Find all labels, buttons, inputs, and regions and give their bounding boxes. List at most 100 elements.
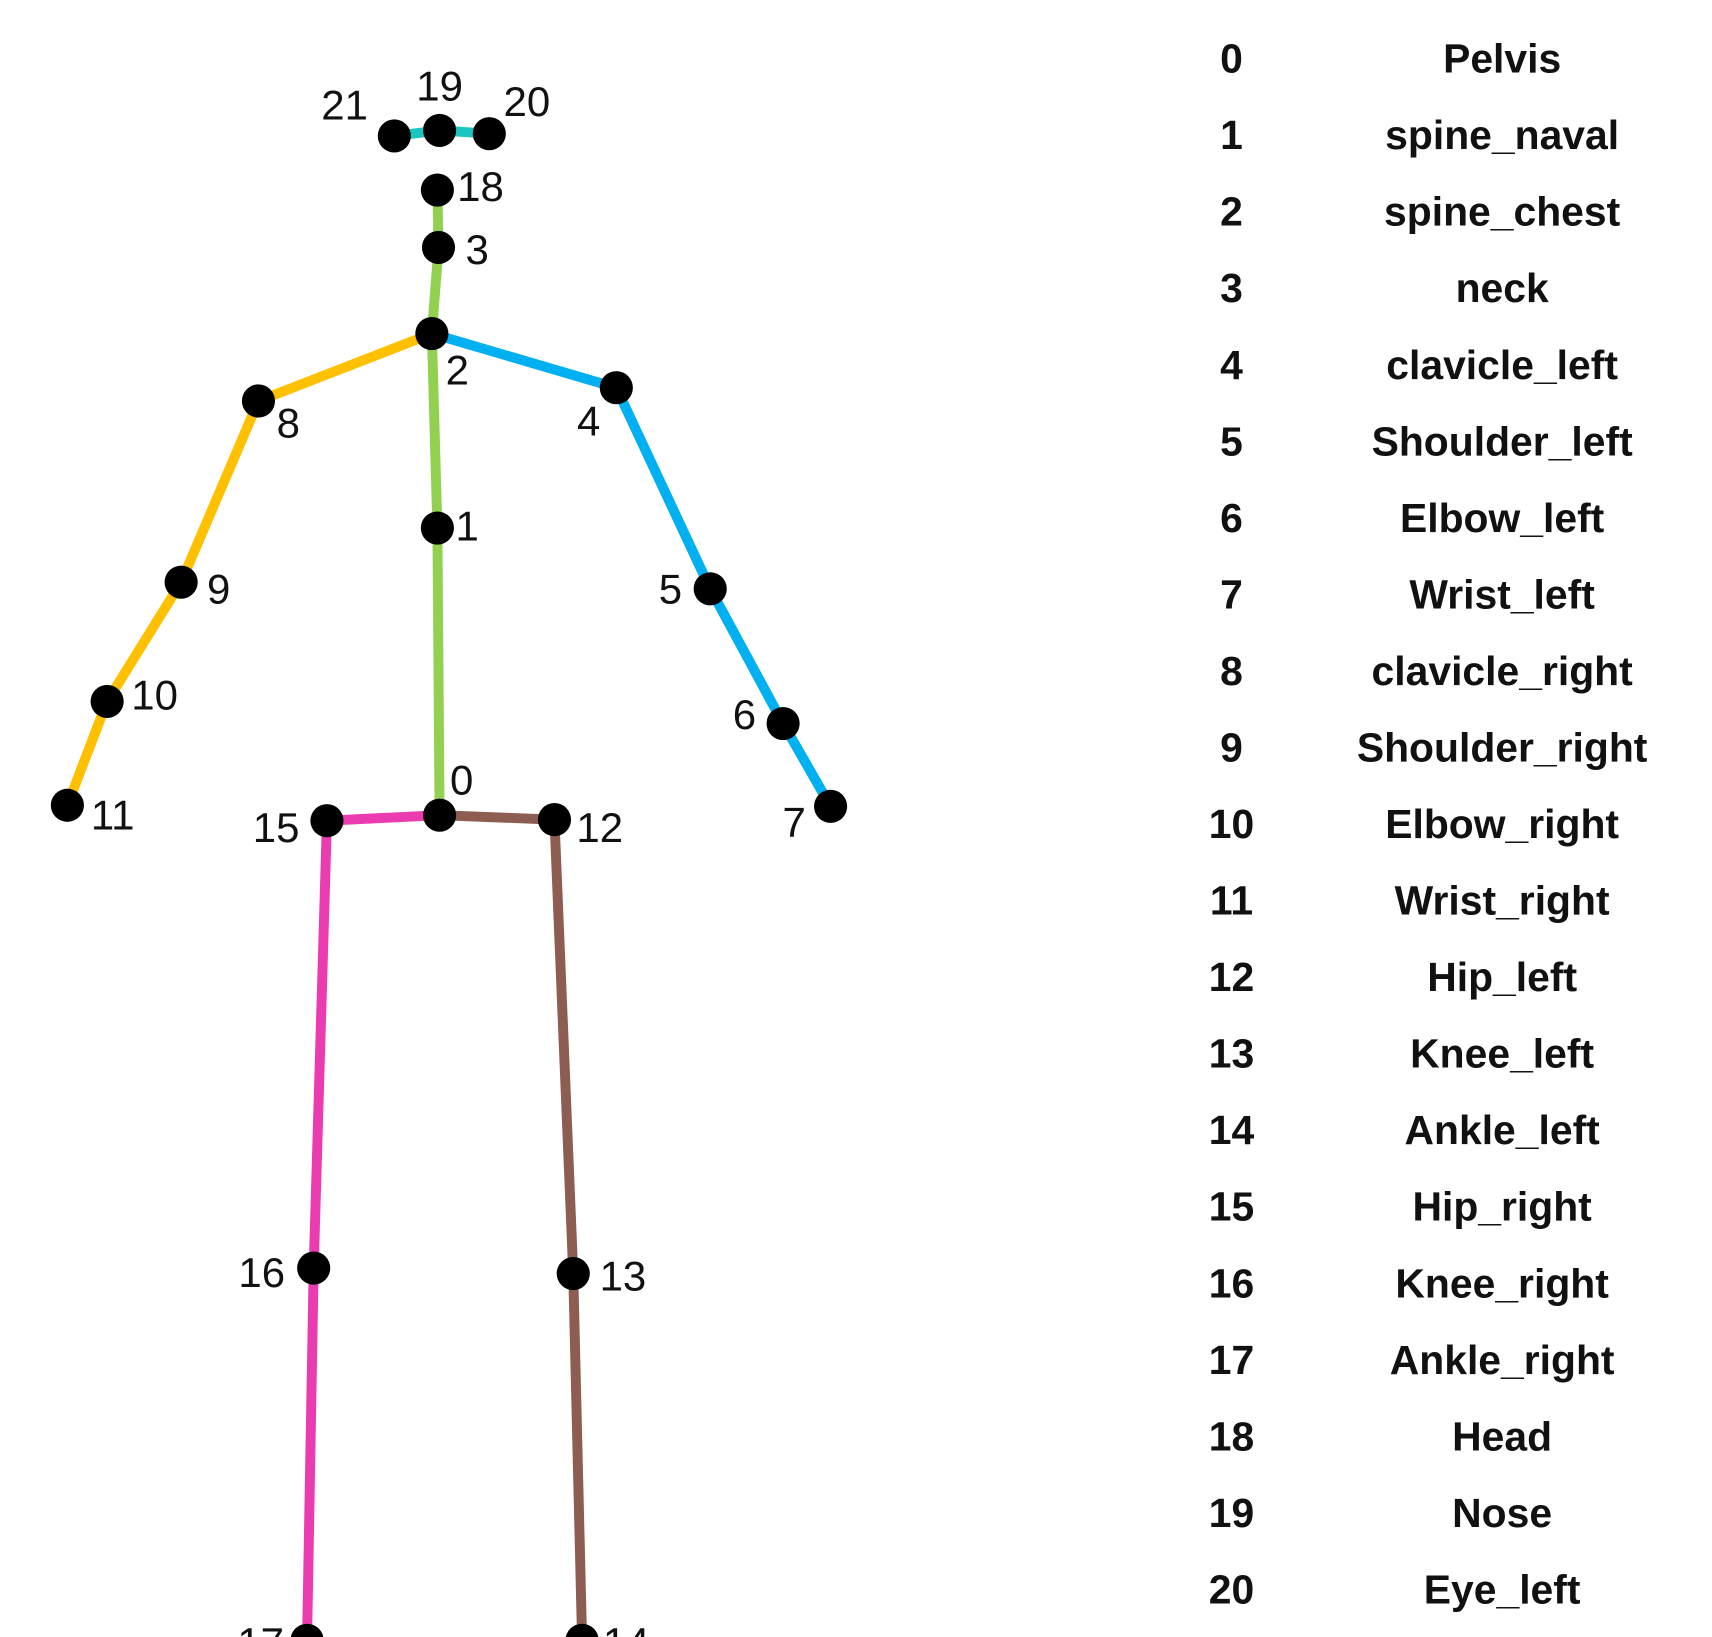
legend-index: 12 — [1209, 954, 1254, 1000]
joint-label-2: 2 — [446, 347, 469, 394]
legend-joint-name: Hip_left — [1427, 954, 1577, 1000]
joint-node-15 — [310, 804, 344, 838]
legend-index: 7 — [1220, 571, 1243, 617]
legend-joint-name: neck — [1456, 265, 1549, 311]
legend-joint-name: spine_chest — [1384, 189, 1621, 235]
joint-node-9 — [164, 565, 198, 599]
legend-index: 4 — [1220, 342, 1243, 388]
legend-index: 1 — [1220, 112, 1243, 158]
joint-node-8 — [241, 384, 276, 418]
joint-label-3: 3 — [465, 226, 488, 273]
joint-label-19: 19 — [416, 63, 463, 110]
bone-right-leg-0-15 — [321, 810, 445, 826]
bone-left-arm-5-6 — [705, 583, 789, 729]
legend-index: 16 — [1209, 1260, 1254, 1306]
joint-label-17: 17 — [237, 1619, 284, 1637]
joint-node-13 — [556, 1256, 590, 1291]
legend-joint-name: Knee_left — [1410, 1031, 1594, 1077]
joint-label-14: 14 — [603, 1619, 650, 1637]
legend-index: 19 — [1209, 1490, 1254, 1536]
legend-index: 5 — [1220, 418, 1243, 464]
joint-label-1: 1 — [456, 502, 479, 549]
bone-right-arm-10-11 — [62, 696, 113, 811]
joint-node-18 — [420, 173, 454, 207]
legend-index: 18 — [1209, 1413, 1254, 1459]
joint-node-16 — [297, 1251, 331, 1285]
legend-joint-name: Ankle_right — [1390, 1337, 1615, 1383]
legend-joint-name: Nose — [1452, 1490, 1552, 1536]
legend-joint-name: Head — [1452, 1413, 1552, 1459]
legend-joint-name: spine_naval — [1385, 112, 1619, 158]
joint-label-13: 13 — [600, 1252, 647, 1299]
joint-label-7: 7 — [782, 798, 805, 845]
joint-node-11 — [50, 788, 84, 822]
joint-node-19 — [423, 113, 457, 147]
legend-index: 8 — [1220, 648, 1243, 694]
legend-joint-name: Wrist_left — [1409, 571, 1595, 617]
bone-left-leg-12-13 — [549, 814, 579, 1279]
joint-label-4: 4 — [577, 397, 600, 444]
joint-node-7 — [814, 789, 848, 823]
joint-label-11: 11 — [91, 792, 135, 839]
legend-joint-name: Ankle_left — [1405, 1107, 1601, 1153]
joint-node-14 — [565, 1623, 599, 1637]
joint-node-12 — [537, 803, 572, 837]
joint-label-0: 0 — [450, 756, 473, 803]
joint-label-5: 5 — [659, 565, 682, 612]
joint-node-6 — [766, 706, 800, 741]
joint-node-5 — [693, 572, 727, 606]
legend-index: 15 — [1209, 1184, 1254, 1230]
joint-label-6: 6 — [733, 691, 756, 738]
bone-left-leg-13-14 — [568, 1268, 587, 1637]
joint-node-20 — [472, 117, 506, 151]
legend-joint-name: clavicle_right — [1372, 648, 1634, 694]
legend-index: 10 — [1209, 801, 1254, 847]
joint-label-20: 20 — [504, 78, 551, 125]
legend-joint-name: Pelvis — [1443, 36, 1561, 82]
legend-index: 2 — [1220, 189, 1243, 235]
legend-index: 11 — [1210, 878, 1253, 924]
joint-node-2 — [415, 317, 449, 351]
joint-node-1 — [420, 511, 454, 545]
legend-joint-name: Knee_right — [1395, 1260, 1609, 1306]
legend-index: 20 — [1209, 1566, 1254, 1612]
joint-node-21 — [377, 119, 411, 153]
bone-spine-1-2 — [426, 328, 443, 533]
joint-node-3 — [421, 230, 456, 265]
bone-right-arm-8-9 — [176, 396, 264, 588]
bone-spine-0-1 — [432, 523, 445, 821]
legend-index: 14 — [1209, 1107, 1255, 1153]
joint-node-0 — [423, 798, 457, 832]
legend-index: 6 — [1220, 495, 1243, 541]
skeleton-joints — [50, 113, 848, 1637]
joint-label-9: 9 — [207, 565, 230, 612]
joint-node-10 — [90, 684, 124, 718]
bone-left-leg-0-12 — [434, 810, 560, 825]
legend-joint-name: Eye_left — [1424, 1566, 1581, 1612]
joint-number-labels: 0123456789101112131415161718192021 — [91, 63, 806, 1637]
joint-label-8: 8 — [277, 400, 300, 447]
joint-label-12: 12 — [576, 804, 623, 851]
legend-joint-name: clavicle_left — [1386, 342, 1618, 388]
joint-node-17 — [290, 1623, 324, 1637]
bone-right-leg-15-16 — [308, 815, 332, 1274]
legend-index: 17 — [1209, 1337, 1254, 1383]
joint-label-16: 16 — [238, 1249, 285, 1296]
legend-joint-name: Wrist_right — [1395, 878, 1610, 924]
bone-left-arm-2-4 — [426, 328, 622, 393]
legend-joint-name: Hip_right — [1412, 1184, 1592, 1230]
joint-label-10: 10 — [131, 671, 178, 718]
bone-left-arm-4-5 — [611, 382, 716, 594]
legend-joint-name: Elbow_left — [1400, 495, 1605, 541]
legend-joint-name: Shoulder_right — [1357, 724, 1648, 770]
joint-label-18: 18 — [457, 163, 504, 210]
bone-right-leg-16-17 — [302, 1263, 319, 1637]
joint-label-21: 21 — [321, 81, 368, 128]
legend-joint-name: Elbow_right — [1385, 801, 1619, 847]
legend-index: 0 — [1220, 36, 1243, 82]
bone-right-arm-9-10 — [102, 577, 187, 707]
legend-index: 9 — [1220, 724, 1243, 770]
legend-joint-name: Shoulder_left — [1372, 418, 1633, 464]
